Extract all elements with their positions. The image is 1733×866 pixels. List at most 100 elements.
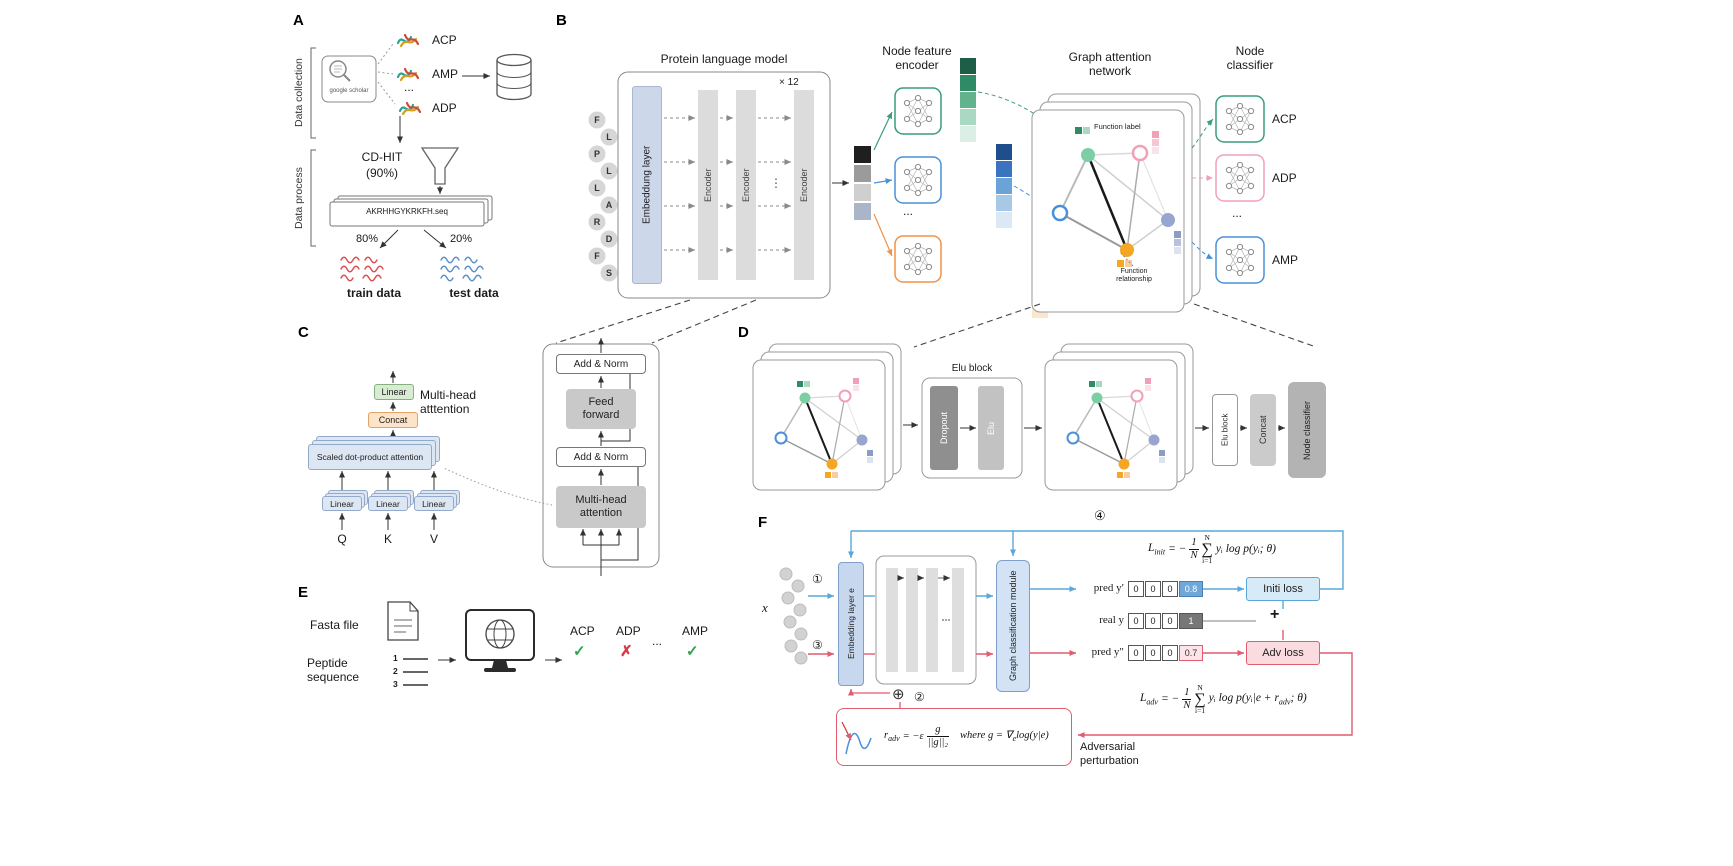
linear-output-box: Linear bbox=[374, 384, 414, 400]
peptide-beads bbox=[779, 567, 808, 665]
graph-classification-module-box: Graph classification module bbox=[996, 560, 1030, 692]
peptide-seq-line1: Peptide bbox=[307, 656, 348, 670]
data-process-label: Data process bbox=[293, 167, 305, 229]
gan-title-line1: Graph attention bbox=[1068, 50, 1152, 64]
panel-b-label: B bbox=[556, 12, 567, 29]
funnel-icon bbox=[420, 147, 460, 185]
data-collection-label: Data collection bbox=[293, 58, 305, 128]
acp-peptide-label: ACP bbox=[432, 33, 457, 47]
result-ellipsis: ... bbox=[652, 634, 663, 648]
panel-f-label: F bbox=[758, 514, 768, 531]
adv-loss-box: Adv loss bbox=[1246, 641, 1320, 665]
add-norm-box-2: Add & Norm bbox=[556, 447, 646, 467]
pred-y2-label: pred y″ bbox=[1091, 646, 1124, 658]
google-scholar-icon bbox=[321, 55, 377, 103]
adv-pert-line1: Adversarial bbox=[1080, 741, 1136, 753]
real-cell: 0 bbox=[1162, 613, 1178, 629]
sequence-cards-icon bbox=[329, 195, 493, 227]
pred1-cell: 0 bbox=[1145, 581, 1161, 597]
peptide-ellipsis: ... bbox=[404, 80, 415, 94]
residue-chain: F L P L L A R D F S bbox=[588, 111, 618, 282]
step-2-badge: ② bbox=[914, 690, 925, 704]
cdhit-label: CD-HIT bbox=[361, 150, 403, 164]
node-classifier-icons bbox=[1215, 95, 1265, 284]
mha-note-line2: atttention bbox=[420, 402, 470, 416]
pred2-cell: 0 bbox=[1145, 645, 1161, 661]
database-icon bbox=[496, 53, 532, 101]
function-rel-line2: relationship bbox=[1116, 276, 1152, 283]
residue-letter: S bbox=[606, 268, 612, 278]
sequence-sample: AKRHHGYKRKFH.seq bbox=[366, 207, 448, 216]
residue-letter: A bbox=[606, 200, 613, 210]
real-cell-highlight: 1 bbox=[1179, 613, 1203, 629]
concat-2-box: Concat bbox=[1250, 394, 1276, 466]
encoder-bars bbox=[886, 568, 964, 672]
residue-letter: P bbox=[594, 149, 600, 159]
loss-curve-icon bbox=[845, 732, 872, 755]
residue-letter: F bbox=[594, 115, 600, 125]
pred1-cell-highlight: 0.8 bbox=[1179, 581, 1203, 597]
adv-pert-line2: perturbation bbox=[1080, 755, 1139, 767]
train-percent: 80% bbox=[356, 233, 379, 245]
pred2-cell: 0 bbox=[1128, 645, 1144, 661]
adp-peptide-label: ADP bbox=[432, 101, 457, 115]
encoder-vdots: ⋮ bbox=[770, 176, 782, 190]
residue-letter: L bbox=[606, 166, 612, 176]
q-label: Q bbox=[337, 532, 347, 546]
sdpa-box: Scaled dot-product attention bbox=[308, 444, 432, 470]
panel-e-label: E bbox=[298, 584, 309, 601]
dropout-box: Dropout bbox=[930, 386, 958, 470]
pred1-cell: 0 bbox=[1128, 581, 1144, 597]
residue-letter: L bbox=[606, 132, 612, 142]
elu-box: Elu bbox=[978, 386, 1004, 470]
amp-check-icon: ✓ bbox=[686, 643, 699, 660]
test-data-squiggles bbox=[440, 256, 484, 282]
elu-block-2-box: Elu block bbox=[1212, 394, 1238, 466]
oplus-icon: ⊕ bbox=[892, 686, 905, 703]
acp-class-label: ACP bbox=[1272, 112, 1297, 126]
panel-f-graphics bbox=[779, 530, 1353, 755]
residue-letter: L bbox=[594, 183, 600, 193]
list-number-3: 3 bbox=[393, 679, 398, 689]
function-rel-line1: Function bbox=[1120, 268, 1148, 275]
adp-cross-icon: ✗ bbox=[620, 643, 633, 660]
add-norm-box-1: Add & Norm bbox=[556, 354, 646, 374]
adp-result-label: ADP bbox=[616, 624, 641, 638]
k-label: K bbox=[383, 532, 392, 546]
nc-title-line1: Node bbox=[1235, 44, 1265, 58]
pred2-cell: 0 bbox=[1162, 645, 1178, 661]
encoder-bar-2: Encoder bbox=[736, 90, 756, 280]
multi-head-attention-box: Multi-head attention bbox=[556, 486, 646, 528]
mha-note-line1: Multi-head bbox=[420, 388, 477, 402]
document-icon bbox=[387, 601, 419, 641]
residue-letter: R bbox=[594, 217, 601, 227]
real-cell: 0 bbox=[1145, 613, 1161, 629]
monitor-icon bbox=[465, 609, 535, 672]
graph-card-stack-2 bbox=[1044, 343, 1194, 491]
panel-a-graphics bbox=[310, 33, 532, 282]
cdhit-threshold: (90%) bbox=[365, 166, 398, 180]
times-12-label: × 12 bbox=[779, 77, 799, 88]
real-cell: 0 bbox=[1128, 613, 1144, 629]
graph-attention-cards bbox=[1031, 93, 1201, 313]
radv-formula: radv = −ε g||g||₂ where g = ∇elog(y|e) bbox=[884, 724, 1049, 748]
panel-a-label: A bbox=[293, 12, 304, 29]
x-variable: x bbox=[762, 600, 768, 615]
step-1-badge: ① bbox=[812, 572, 823, 586]
v-label: V bbox=[429, 532, 438, 546]
panel-d-label: D bbox=[738, 324, 749, 341]
feed-forward-box: Feed forward bbox=[566, 389, 636, 429]
train-data-label: train data bbox=[346, 286, 401, 300]
fasta-file-label: Fasta file bbox=[310, 618, 359, 632]
test-percent: 20% bbox=[450, 233, 473, 245]
list-number-1: 1 bbox=[393, 653, 398, 663]
list-number-2: 2 bbox=[393, 666, 398, 676]
panel-c-label: C bbox=[298, 324, 309, 341]
linear-k-box: Linear bbox=[368, 496, 408, 511]
plm-title: Protein language model bbox=[660, 52, 788, 66]
panel-connectors bbox=[555, 299, 1317, 348]
nfe-title-line2: encoder bbox=[895, 58, 939, 72]
encoder-bar-3: Encoder bbox=[794, 90, 814, 280]
